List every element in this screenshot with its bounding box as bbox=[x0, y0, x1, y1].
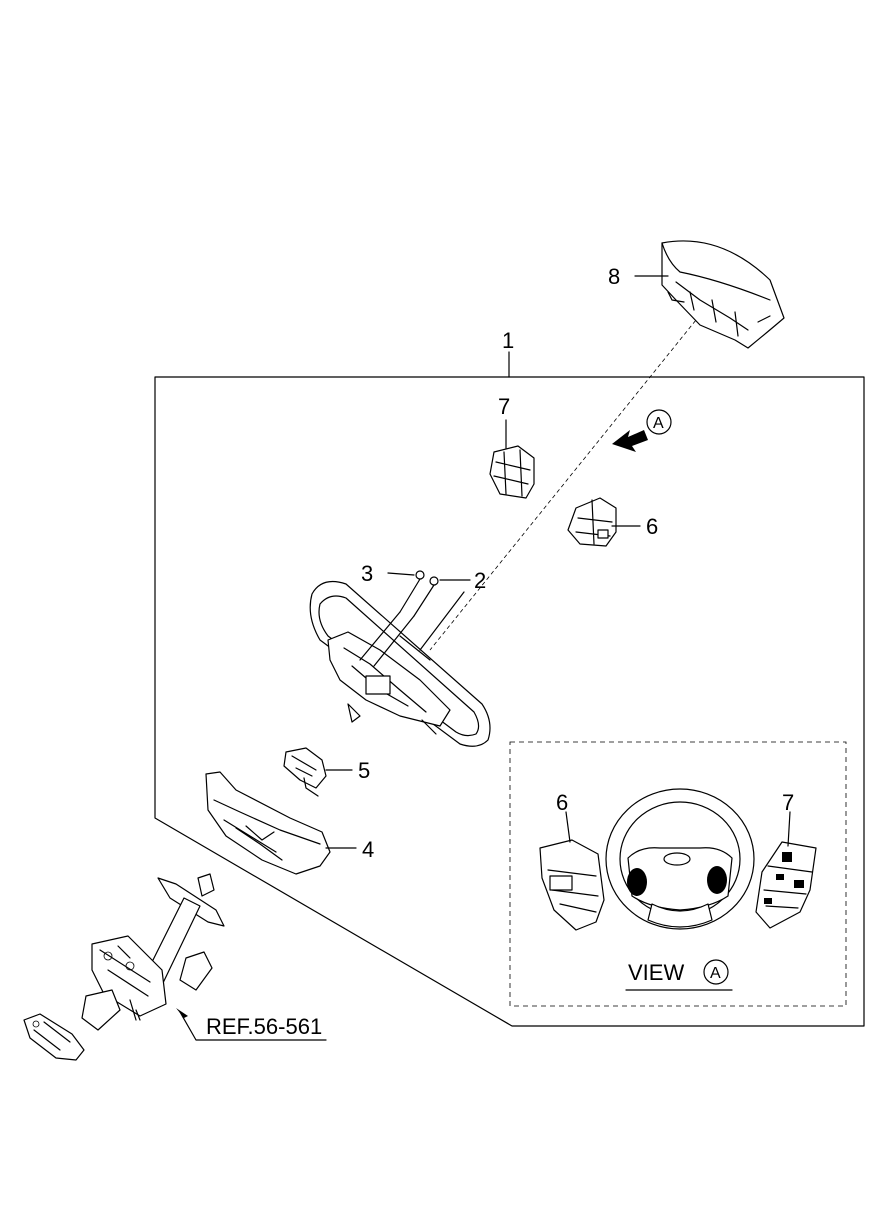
view-arrow bbox=[612, 409, 672, 452]
view-a-steering-wheel bbox=[605, 788, 755, 930]
callout-2: 2 bbox=[474, 568, 486, 593]
view-callout-7: 7 bbox=[782, 790, 794, 815]
airbag-module-part-8 bbox=[634, 240, 785, 349]
steering-column bbox=[23, 873, 225, 1061]
steering-wheel-body bbox=[309, 581, 491, 747]
callout-6: 6 bbox=[646, 514, 658, 539]
view-label: VIEW bbox=[628, 960, 684, 985]
callout-5: 5 bbox=[358, 758, 370, 783]
callout-1: 1 bbox=[502, 328, 514, 353]
bolt-part-2 bbox=[413, 576, 471, 617]
view-marker: A bbox=[653, 415, 664, 432]
callout-7: 7 bbox=[498, 394, 510, 419]
reference-label: REF.56-561 bbox=[206, 1014, 322, 1039]
callout-8: 8 bbox=[608, 264, 620, 289]
lower-cover-part-4 bbox=[205, 771, 357, 875]
callout-3: 3 bbox=[361, 561, 373, 586]
bracket-part-5 bbox=[283, 747, 353, 797]
view-label-marker: A bbox=[710, 965, 721, 982]
view-a-switch-7 bbox=[755, 811, 817, 929]
view-label-marker-circle bbox=[703, 959, 729, 985]
assembly-boundary bbox=[154, 376, 865, 1027]
callout-4: 4 bbox=[362, 837, 374, 862]
view-callout-6: 6 bbox=[556, 790, 568, 815]
view-a-detail-box bbox=[509, 741, 847, 1007]
axis-line bbox=[429, 314, 701, 651]
reference-leader bbox=[176, 1008, 327, 1041]
remote-switch-part-7 bbox=[489, 419, 535, 499]
view-a-switch-6 bbox=[539, 811, 605, 931]
remote-switch-part-6 bbox=[567, 497, 641, 547]
bolt-part-3 bbox=[387, 570, 425, 613]
